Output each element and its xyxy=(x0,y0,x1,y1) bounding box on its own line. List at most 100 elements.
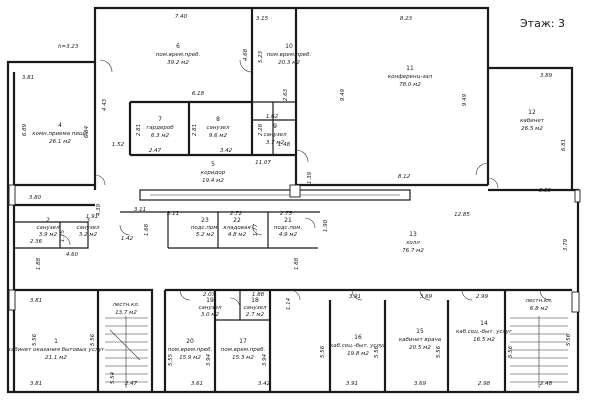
dimension-label: 1.39 xyxy=(307,171,313,184)
dimension-label: 1.88 xyxy=(36,257,42,270)
room-area: 5.2 м2 xyxy=(196,232,215,238)
room-area: 39.2 м2 xyxy=(167,60,189,66)
room-name: кабинет xyxy=(520,118,545,124)
stair-name: лестн.кл. xyxy=(524,298,552,304)
dimension-label: 3.79 xyxy=(563,238,569,251)
dimension-label: 3.89 xyxy=(540,73,553,79)
dimension-label: 1.90 xyxy=(323,219,329,232)
dimension-label: 5.56 xyxy=(32,333,38,346)
room-name: комн.приема пищи xyxy=(32,131,88,137)
dimension-label: 1.88 xyxy=(252,292,265,298)
dimension-label: 6.18 xyxy=(192,91,205,97)
dimension-label: 4.43 xyxy=(102,98,108,111)
dimension-label: 5.56 xyxy=(508,345,514,358)
left-staircase xyxy=(105,316,148,388)
dimension-label: 8.23 xyxy=(400,16,413,22)
dimension-label: 4.60 xyxy=(66,252,79,258)
room-number: 9 xyxy=(273,123,277,130)
interior-walls xyxy=(14,8,572,392)
dimension-label: 3.11 xyxy=(134,207,146,213)
room-number: 8 xyxy=(216,116,220,123)
room-number: 16 xyxy=(354,334,362,341)
dimension-label: 3.89 xyxy=(539,188,552,194)
room-number: 13 xyxy=(409,231,417,238)
room-area: 26.1 м2 xyxy=(49,139,71,145)
dimension-label: 3.42 xyxy=(258,381,271,387)
dimension-label: 5.56 xyxy=(320,345,326,358)
dimension-label: 3.80 xyxy=(29,195,42,201)
room-name: санузел xyxy=(243,305,267,311)
dimension-label: 3.42 xyxy=(220,148,233,154)
dimension-label: 11.07 xyxy=(255,160,271,166)
dimension-label: 7.40 xyxy=(175,14,188,20)
dimension-label: 6.81 xyxy=(561,139,567,151)
room-number: 5 xyxy=(211,161,215,168)
room-number: 20 xyxy=(186,338,194,345)
dimension-labels: 7.40 3.15 8.23 6.18 3.42 2.47 11.07 3.80… xyxy=(22,14,572,387)
columns xyxy=(8,184,581,313)
dimension-label: 2.98 xyxy=(478,381,491,387)
room-number: 14 xyxy=(480,320,488,327)
dimension-label: 9.49 xyxy=(340,88,346,101)
room-area: 16.5 м2 xyxy=(473,337,495,343)
dimension-label: 2.47 xyxy=(149,148,162,154)
room-area: 3.0 м2 xyxy=(201,312,220,318)
room-area: 4.8 м2 xyxy=(228,232,247,238)
dimension-label: 1.91 xyxy=(86,214,98,220)
dimension-label: 2.48 xyxy=(540,381,553,387)
dimension-label: 6.89 xyxy=(22,123,28,136)
room-area: 21.1 м2 xyxy=(45,355,67,361)
room-name: подс.пом. xyxy=(191,225,220,231)
room-area: 3.7 м2 xyxy=(266,140,285,146)
stair-name: лестн.кл. xyxy=(111,302,139,308)
room-name: пом.врем.преб. xyxy=(156,52,201,58)
room-name: кладовая xyxy=(223,225,251,231)
room-name: каб.соц.-быт. услуг xyxy=(330,343,386,349)
room-name: каб.соц.-быт. услуг xyxy=(456,329,512,335)
dimension-label: 3.69 xyxy=(420,294,433,300)
room-name: холл xyxy=(405,240,420,246)
dimension-label: 2.72 xyxy=(230,211,243,217)
room-area: 19.8 м2 xyxy=(347,351,369,357)
right-staircase xyxy=(510,316,568,388)
room-name: санузел xyxy=(198,305,222,311)
room-number: 1 xyxy=(54,338,58,345)
room-area: 3.2 м2 xyxy=(79,232,98,238)
dimension-label: 3.11 xyxy=(167,211,179,217)
room-number: 18 xyxy=(251,297,259,304)
dimension-label: 9.49 xyxy=(462,93,468,106)
room-area: 4.9 м2 xyxy=(279,232,298,238)
dimension-label: 1.77 xyxy=(253,223,259,236)
room-name: пом.врем.преб. xyxy=(221,347,266,353)
room-number: 10 xyxy=(285,43,293,50)
room-name: кабинет врача xyxy=(399,337,442,343)
stair-area: 13.7 м2 xyxy=(115,310,137,316)
dimension-label: 5.56 xyxy=(374,345,380,358)
dimension-label: 5.23 xyxy=(258,50,264,63)
room-area: 2.7 м2 xyxy=(246,312,265,318)
room-mini-label: 1.62 xyxy=(266,114,279,120)
room-name: гардероб xyxy=(146,125,174,131)
dimension-label: 2.36 xyxy=(30,239,43,245)
dimension-label: 12.85 xyxy=(454,212,470,218)
dimension-label: 5.54 xyxy=(110,371,116,384)
room-number: 4 xyxy=(58,122,62,129)
dimension-label: 5.56 xyxy=(90,333,96,346)
room-area: 9.6 м2 xyxy=(209,133,228,139)
room-name: санузел xyxy=(76,225,100,231)
room-name: подс.пом. xyxy=(274,225,303,231)
room-name: кабинет оказания бытовых услуг xyxy=(8,347,105,353)
room-number: 19 xyxy=(206,297,214,304)
dimension-label: 1.48 xyxy=(278,142,291,148)
room-area: 3.9 м2 xyxy=(39,232,58,238)
dimension-label: 2.81 xyxy=(136,124,142,136)
room-area: 20.5 м2 xyxy=(409,345,431,351)
room-number: 22 xyxy=(233,217,241,224)
room-area: 78.0 м2 xyxy=(399,82,421,88)
door-swings xyxy=(59,59,551,309)
room-labels: 6 пом.врем.преб. 39.2 м2 10 пом.врем.пре… xyxy=(8,43,553,361)
dimension-label: 5.56 xyxy=(566,333,572,346)
dimension-label: 3.81 xyxy=(30,381,42,387)
dimension-label: 3.69 xyxy=(414,381,427,387)
